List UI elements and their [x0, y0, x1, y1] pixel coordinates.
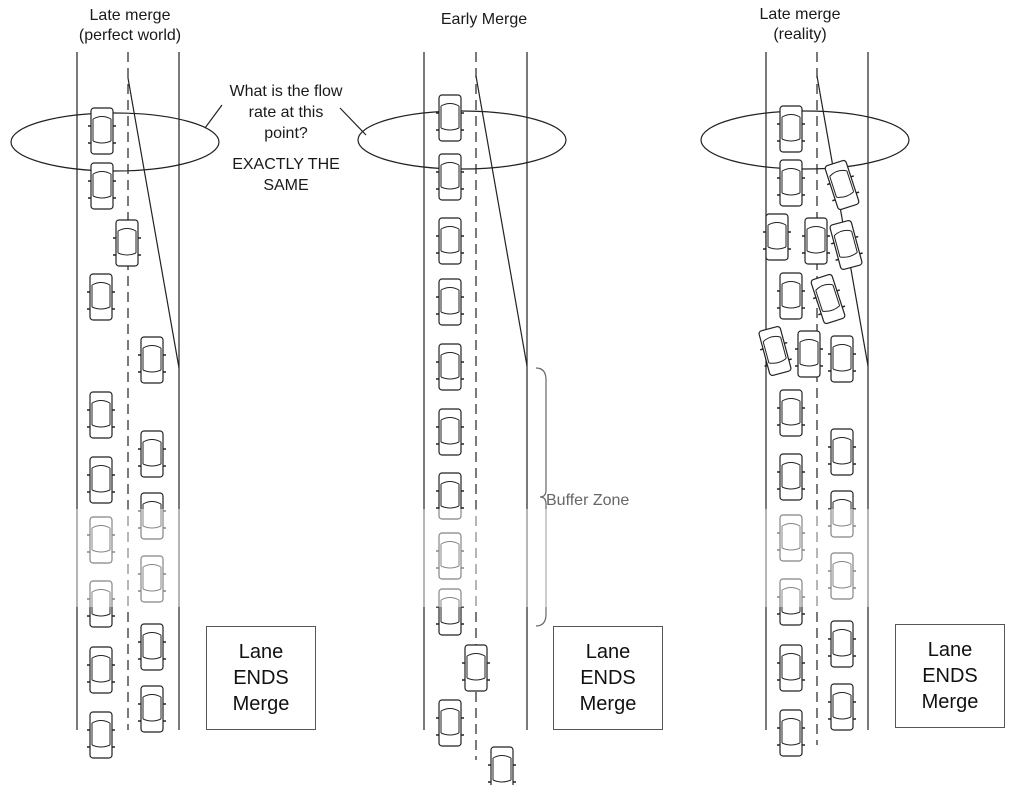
car-topdown-icon [435, 408, 465, 456]
lane-ends-sign-text: Lane ENDS Merge [232, 641, 290, 715]
lane-taper [816, 75, 869, 367]
car-topdown-icon [87, 107, 117, 155]
car-topdown-icon [820, 158, 864, 212]
car-topdown-icon [86, 516, 116, 564]
panel-early-road [357, 52, 567, 760]
cars-late-reality [754, 105, 867, 757]
car-topdown-icon [776, 272, 806, 320]
car-topdown-icon [776, 389, 806, 437]
car-topdown-icon [137, 492, 167, 540]
lane-ends-sign-late-reality: Lane ENDS Merge [895, 624, 1005, 728]
car-topdown-icon [435, 153, 465, 201]
car-topdown-icon [827, 683, 857, 731]
lane-ends-sign-text: Lane ENDS Merge [579, 641, 637, 715]
cars-late-perfect [86, 107, 167, 759]
flow-rate-answer: EXACTLY THE SAME [232, 156, 340, 194]
callout-pointer-right [339, 107, 367, 136]
car-topdown-icon [776, 514, 806, 562]
car-topdown-icon [754, 324, 796, 378]
car-topdown-icon [762, 213, 792, 261]
car-topdown-icon [435, 217, 465, 265]
callout-pointer-left [204, 104, 223, 129]
flow-rate-ellipse [357, 110, 567, 170]
car-topdown-icon [827, 490, 857, 538]
car-topdown-icon [776, 105, 806, 153]
car-topdown-icon [825, 218, 867, 272]
buffer-zone-brace [535, 367, 547, 627]
car-topdown-icon [137, 623, 167, 671]
panel-late-reality-road [700, 52, 910, 745]
car-topdown-icon [137, 336, 167, 384]
panel-title-late-reality: Late merge (reality) [759, 6, 841, 43]
buffer-zone-label: Buffer Zone [546, 492, 630, 509]
lane-ends-sign-early: Lane ENDS Merge [553, 626, 663, 730]
flow-rate-ellipse [10, 112, 220, 172]
car-topdown-icon [87, 162, 117, 210]
lane-ends-sign-text: Lane ENDS Merge [921, 639, 979, 713]
car-topdown-icon [794, 330, 824, 378]
panel-title-late-perfect: Late merge (perfect world) [78, 7, 182, 44]
car-topdown-icon [86, 711, 116, 759]
car-topdown-icon [776, 644, 806, 692]
car-topdown-icon [435, 532, 465, 580]
car-topdown-icon [137, 430, 167, 478]
car-topdown-icon [827, 552, 857, 600]
car-topdown-icon [827, 620, 857, 668]
car-topdown-icon [776, 578, 806, 626]
flow-rate-question: What is the flow rate at this point? [229, 83, 343, 142]
car-topdown-icon [487, 746, 517, 785]
car-topdown-icon [776, 709, 806, 757]
car-topdown-icon [86, 273, 116, 321]
car-topdown-icon [86, 456, 116, 504]
car-topdown-icon [806, 272, 850, 326]
car-topdown-icon [435, 699, 465, 747]
car-topdown-icon [827, 428, 857, 476]
car-topdown-icon [86, 580, 116, 628]
panel-late-perfect-road [10, 52, 220, 730]
lane-ends-sign-late-perfect: Lane ENDS Merge [206, 626, 316, 730]
car-topdown-icon [435, 472, 465, 520]
car-topdown-icon [137, 555, 167, 603]
car-topdown-icon [435, 94, 465, 142]
car-topdown-icon [801, 217, 831, 265]
car-topdown-icon [776, 453, 806, 501]
car-topdown-icon [112, 219, 142, 267]
car-topdown-icon [137, 685, 167, 733]
car-topdown-icon [86, 391, 116, 439]
car-topdown-icon [86, 646, 116, 694]
car-topdown-icon [776, 159, 806, 207]
car-topdown-icon [435, 343, 465, 391]
car-topdown-icon [461, 644, 491, 692]
car-topdown-icon [827, 335, 857, 383]
lane-taper [475, 75, 528, 367]
car-topdown-icon [435, 588, 465, 636]
car-topdown-icon [435, 278, 465, 326]
panel-title-early: Early Merge [440, 11, 528, 28]
flow-rate-ellipse [700, 110, 910, 170]
lane-taper [127, 77, 180, 369]
